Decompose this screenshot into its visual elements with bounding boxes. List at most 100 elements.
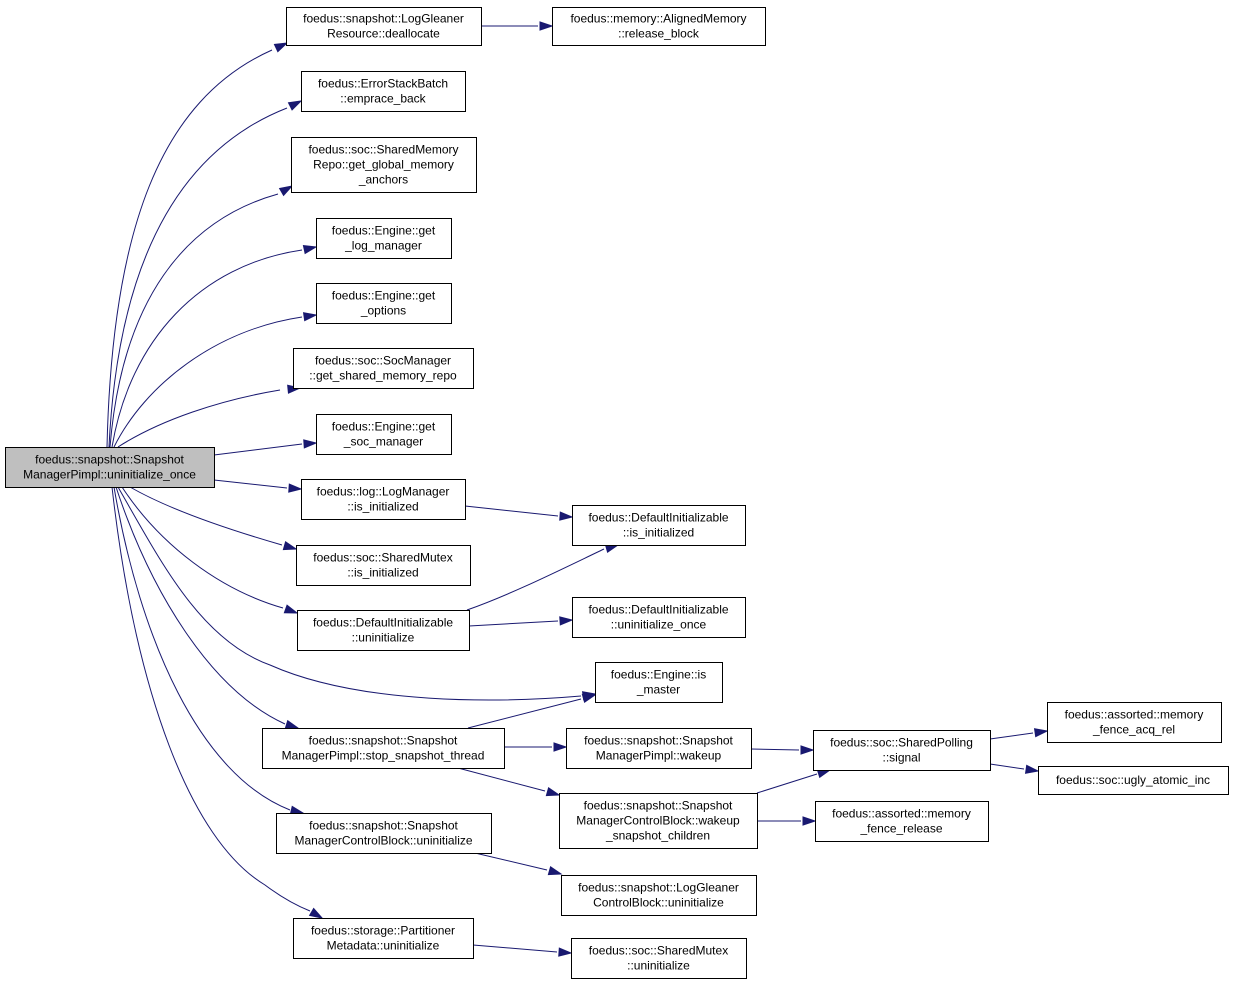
node-smp_stop[interactable]: foedus::snapshot::SnapshotManagerPimpl::… xyxy=(262,728,505,769)
edge-root-to-smr_anchors xyxy=(109,185,294,448)
node-di_isinit[interactable]: foedus::DefaultInitializable::is_initial… xyxy=(572,505,746,546)
edge-arrowhead xyxy=(559,616,574,626)
node-label-line: ::emprace_back xyxy=(340,92,426,106)
node-socmgr_repo[interactable]: foedus::soc::SocManager::get_shared_memo… xyxy=(293,348,474,389)
edge-line xyxy=(113,316,303,448)
edge-line xyxy=(111,249,303,448)
edge-line xyxy=(989,732,1034,740)
node-mem_release[interactable]: foedus::assorted::memory_fence_release xyxy=(815,801,989,842)
node-lgcb_uninit[interactable]: foedus::snapshot::LogGleanerControlBlock… xyxy=(561,875,757,916)
node-label-line: foedus::snapshot::LogGleaner xyxy=(303,12,464,26)
node-box xyxy=(815,801,989,842)
node-label-line: ManagerPimpl::stop_snapshot_thread xyxy=(282,749,485,763)
node-box xyxy=(301,479,466,520)
node-label-line: ManagerPimpl::uninitialize_once xyxy=(23,468,196,482)
edge-pm_uninit-to-sm_uninit xyxy=(472,944,573,957)
edge-line xyxy=(117,389,281,448)
node-box xyxy=(1038,766,1229,795)
node-pm_uninit[interactable]: foedus::storage::PartitionerMetadata::un… xyxy=(293,918,474,959)
node-ugly_inc[interactable]: foedus::soc::ugly_atomic_inc xyxy=(1038,766,1229,795)
node-eng_logmgr[interactable]: foedus::Engine::get_log_manager xyxy=(316,218,452,259)
node-label-line: _anchors xyxy=(358,173,408,187)
node-am_release[interactable]: foedus::memory::AlignedMemory::release_b… xyxy=(552,7,766,46)
node-label-line: Resource::deallocate xyxy=(327,27,440,41)
node-eng_ismaster[interactable]: foedus::Engine::is_master xyxy=(595,662,723,703)
edge-arrowhead xyxy=(278,185,294,197)
node-smcb_uninit[interactable]: foedus::snapshot::SnapshotManagerControl… xyxy=(276,813,492,854)
node-smp_wakeup[interactable]: foedus::snapshot::SnapshotManagerPimpl::… xyxy=(566,728,752,769)
edge-smcb_wakeup-to-sp_signal xyxy=(756,769,832,794)
node-root[interactable]: foedus::snapshot::SnapshotManagerPimpl::… xyxy=(5,447,215,488)
edge-arrowhead xyxy=(1033,728,1049,738)
node-box xyxy=(296,545,471,586)
edge-arrowhead xyxy=(283,604,299,614)
node-di_uninit[interactable]: foedus::DefaultInitializable::uninitiali… xyxy=(297,610,470,651)
edge-sp_signal-to-mem_acqrel xyxy=(989,728,1049,740)
node-label-line: foedus::Engine::is xyxy=(611,668,706,682)
node-box xyxy=(5,447,215,488)
node-label-line: _fence_acq_rel xyxy=(1092,723,1175,737)
node-sm_uninit[interactable]: foedus::soc::SharedMutex::uninitialize xyxy=(571,938,747,979)
node-label-line: foedus::memory::AlignedMemory xyxy=(570,12,746,26)
node-eng_socmgr[interactable]: foedus::Engine::get_soc_manager xyxy=(316,414,452,455)
node-label-line: ::uninitialize xyxy=(627,959,690,973)
node-mem_acqrel[interactable]: foedus::assorted::memory_fence_acq_rel xyxy=(1047,702,1222,743)
edge-line xyxy=(467,698,582,729)
node-label-line: ::uninitialize_once xyxy=(611,618,707,632)
node-box xyxy=(291,137,477,193)
node-label-line: foedus::snapshot::Snapshot xyxy=(584,734,733,748)
node-smr_anchors[interactable]: foedus::soc::SharedMemoryRepo::get_globa… xyxy=(291,137,477,193)
node-eng_options[interactable]: foedus::Engine::get_options xyxy=(316,283,452,324)
node-label-line: foedus::DefaultInitializable xyxy=(313,616,453,630)
edge-arrowhead xyxy=(802,816,817,826)
edge-line xyxy=(468,620,559,627)
node-label-line: foedus::snapshot::Snapshot xyxy=(584,799,733,813)
edge-arrowhead xyxy=(559,511,574,521)
node-label-line: ::signal xyxy=(882,751,920,765)
node-label-line: Metadata::uninitialize xyxy=(327,939,440,953)
edge-arrowhead xyxy=(287,100,303,111)
edge-arrowhead xyxy=(288,483,303,493)
node-box xyxy=(572,505,746,546)
node-sp_signal[interactable]: foedus::soc::SharedPolling::signal xyxy=(813,730,991,771)
node-label-line: _soc_manager xyxy=(343,435,423,449)
edge-line xyxy=(121,486,284,609)
node-label-line: foedus::Engine::get xyxy=(332,420,436,434)
node-box xyxy=(552,7,766,46)
node-label-line: _master xyxy=(636,683,680,697)
node-box xyxy=(293,918,474,959)
node-smcb_wakeup[interactable]: foedus::snapshot::SnapshotManagerControl… xyxy=(559,793,758,849)
node-lgr_dealloc[interactable]: foedus::snapshot::LogGleanerResource::de… xyxy=(286,7,482,46)
node-label-line: ::uninitialize xyxy=(352,631,415,645)
node-esb_emprace[interactable]: foedus::ErrorStackBatch::emprace_back xyxy=(301,71,466,112)
nodes-layer: foedus::snapshot::SnapshotManagerPimpl::… xyxy=(5,7,1229,979)
edge-line xyxy=(213,443,303,456)
node-label-line: foedus::DefaultInitializable xyxy=(588,511,728,525)
node-label-line: foedus::snapshot::LogGleaner xyxy=(578,881,739,895)
node-box xyxy=(316,283,452,324)
node-label-line: foedus::soc::ugly_atomic_inc xyxy=(1056,773,1210,787)
node-box xyxy=(297,610,470,651)
edge-line xyxy=(129,486,283,546)
node-label-line: foedus::Engine::get xyxy=(332,289,436,303)
node-logmgr_isinit[interactable]: foedus::log::LogManager::is_initialized xyxy=(301,479,466,520)
node-label-line: ManagerControlBlock::wakeup xyxy=(576,814,740,828)
node-label-line: foedus::soc::SharedMutex xyxy=(589,944,728,958)
node-sm_isinit[interactable]: foedus::soc::SharedMutex::is_initialized xyxy=(296,545,471,586)
node-label-line: foedus::snapshot::Snapshot xyxy=(309,819,458,833)
node-box xyxy=(316,218,452,259)
node-di_uninit_once[interactable]: foedus::DefaultInitializable::uninitiali… xyxy=(572,597,746,638)
node-label-line: foedus::log::LogManager xyxy=(317,485,450,499)
edge-smcb_wakeup-to-mem_release xyxy=(757,816,817,826)
edge-arrowhead xyxy=(282,541,298,551)
edge-arrowhead xyxy=(545,787,561,797)
node-box xyxy=(813,730,991,771)
node-label-line: foedus::storage::Partitioner xyxy=(311,924,455,938)
edge-arrowhead xyxy=(302,245,318,255)
edge-arrowhead xyxy=(273,42,289,53)
node-label-line: ::is_initialized xyxy=(347,566,418,580)
edge-arrowhead xyxy=(302,312,318,322)
edge-line xyxy=(756,773,818,794)
edge-arrowhead xyxy=(558,947,573,957)
